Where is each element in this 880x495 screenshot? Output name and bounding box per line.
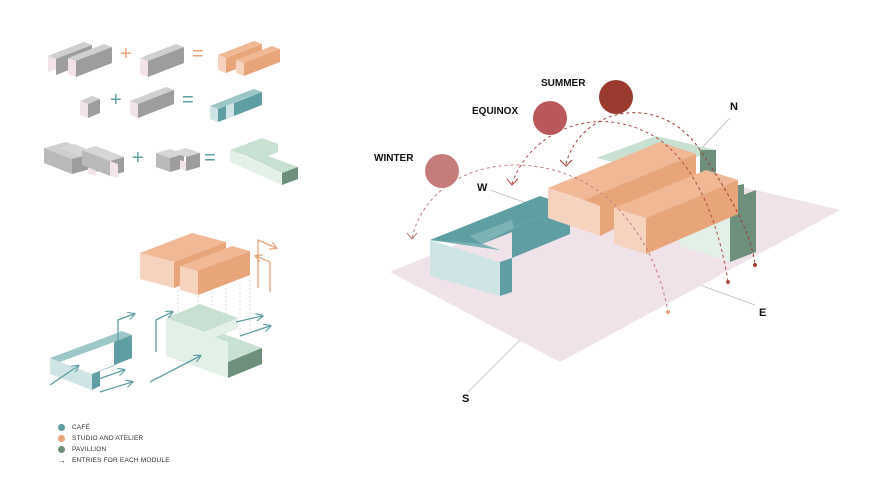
studio-swatch-icon <box>58 435 65 442</box>
legend-item-studio: STUDIO AND ATELIER <box>58 433 170 444</box>
legend-item-entries: → ENTRIES FOR EACH MODULE <box>58 455 170 466</box>
cafe-block <box>210 89 262 122</box>
equinox-path <box>511 121 729 283</box>
grey-block <box>68 44 112 77</box>
summer-arrow-icon <box>559 159 573 167</box>
legend-label: CAFÉ <box>72 424 91 431</box>
equals-sign: = <box>192 43 204 65</box>
winter-sun-icon <box>425 154 459 188</box>
west-label: W <box>477 182 488 194</box>
south-label: S <box>462 393 469 405</box>
legend: CAFÉ STUDIO AND ATELIER PAVILLION → ENTR… <box>58 422 170 466</box>
equation-row-pavillion: + = <box>44 138 298 185</box>
legend-label: PAVILLION <box>72 446 107 453</box>
plus-sign: + <box>120 43 132 65</box>
cafe-swatch-icon <box>58 424 65 431</box>
grey-block <box>140 44 184 77</box>
entry-arrow-icon <box>99 382 132 393</box>
grey-block <box>82 146 124 178</box>
entry-arrow-icon <box>239 326 270 337</box>
studio-block <box>218 41 280 76</box>
entry-arrow-icon <box>149 356 200 383</box>
winter-sunset-point <box>666 310 670 314</box>
grey-block <box>156 148 200 172</box>
exploded-pavillion <box>149 304 270 383</box>
legend-item-cafe: CAFÉ <box>58 422 170 433</box>
summer-path <box>565 112 756 265</box>
summer-sun-icon <box>599 80 633 114</box>
plus-sign: + <box>110 89 122 111</box>
winter-arrow-icon <box>406 232 418 240</box>
plus-sign: + <box>132 147 144 169</box>
equation-row-cafe: + = <box>80 87 262 122</box>
north-label: N <box>730 101 738 113</box>
entry-arrow-icon <box>49 366 78 386</box>
summer-sunset-point <box>753 263 757 267</box>
grey-block <box>130 87 174 118</box>
equals-sign: = <box>182 89 194 111</box>
arrow-right-icon: → <box>58 456 67 465</box>
entry-arrow-icon <box>117 314 134 343</box>
equinox-arrow-icon <box>506 178 519 186</box>
equals-sign: = <box>204 147 216 169</box>
east-axis <box>699 284 756 306</box>
legend-label: STUDIO AND ATELIER <box>72 435 144 442</box>
summer-label: SUMMER <box>541 78 586 89</box>
entry-arrow-icon <box>256 256 271 292</box>
equinox-sunset-point <box>726 280 730 284</box>
sun-paths <box>411 112 756 313</box>
entry-arrow-icon <box>155 312 172 352</box>
pavillion-swatch-icon <box>58 446 65 453</box>
winter-label: WINTER <box>374 153 414 164</box>
east-label: E <box>759 307 766 319</box>
legend-label: ENTRIES FOR EACH MODULE <box>72 457 170 464</box>
pavillion-block <box>230 138 298 185</box>
legend-item-pavillion: PAVILLION <box>58 444 170 455</box>
north-axis <box>699 117 731 151</box>
entry-arrow-icon <box>257 238 276 288</box>
site-studio <box>548 142 738 254</box>
exploded-cafe <box>49 314 134 393</box>
grey-block <box>80 96 100 118</box>
equinox-label: EQUINOX <box>472 106 518 117</box>
equinox-sun-icon <box>533 101 567 135</box>
exploded-studio <box>140 233 276 295</box>
entry-arrow-icon <box>235 316 262 323</box>
equation-row-studio: + = <box>48 41 280 77</box>
site-plan: SUMMER EQUINOX WINTER N S E W <box>374 78 840 405</box>
entry-arrow-icon <box>95 370 124 381</box>
